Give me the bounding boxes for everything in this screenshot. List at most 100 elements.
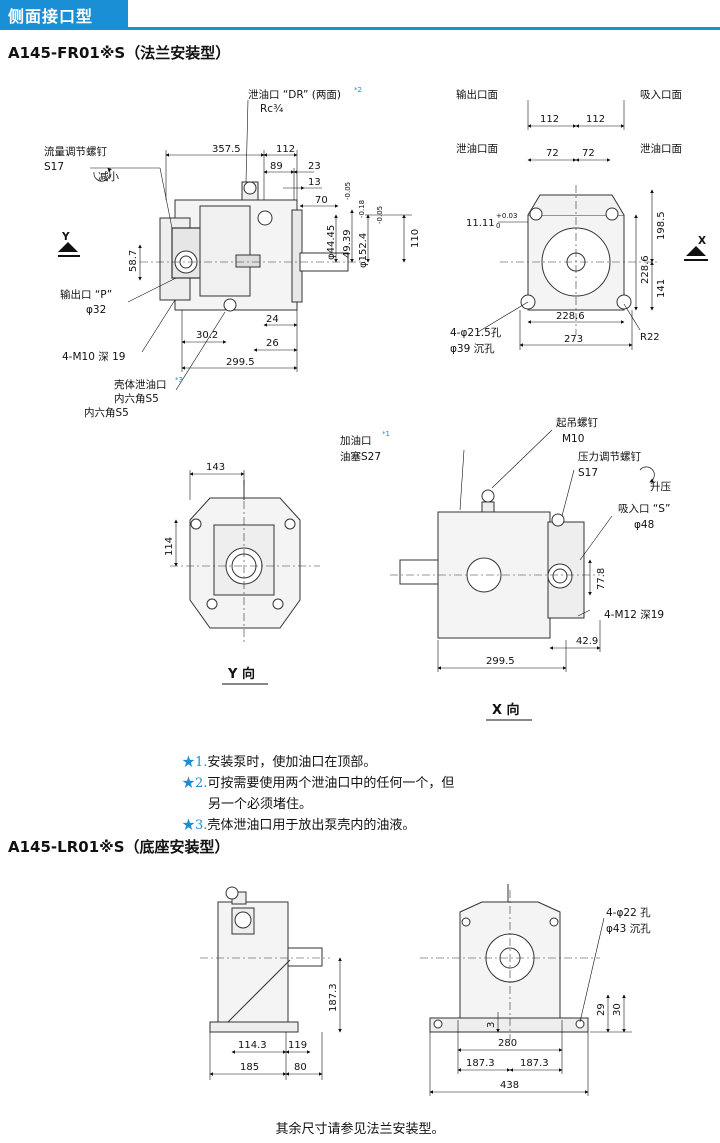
pressure-screw-size: S17: [578, 467, 598, 479]
side-view-dims: [90, 99, 412, 391]
dim-11-tol-top: +0.03: [496, 212, 517, 220]
dim-187-3-a: 187.3: [328, 983, 339, 1012]
foot-side-dims: [209, 957, 342, 1080]
dim-r22: R22: [640, 332, 660, 343]
dim-299-5-b: 299.5: [486, 656, 515, 667]
note-mark: ★3.: [182, 818, 208, 833]
dim-44-45: φ44.45: [326, 225, 337, 260]
drain-port-spec: Rc¾: [260, 103, 283, 115]
dim-44-tol: -0.05: [344, 182, 352, 200]
note-item: 另一个必须堵住。: [182, 794, 454, 815]
m12-depth-label: 4-M12 深19: [604, 609, 664, 621]
note-mark: ★2.: [182, 776, 208, 791]
fill-port-mark: *1: [382, 430, 390, 438]
side-view-labels: 泄油口 “DR” (两面) *2 Rc¾ 流量调节螺钉 S17 减小 输出口 “…: [44, 86, 362, 419]
dim-198-5: 198.5: [656, 211, 667, 240]
dim-112-c: 112: [586, 114, 605, 125]
foot-front-view: [420, 884, 600, 1040]
front-view-text: 输出口面 吸入口面 泄油口面 泄油口面 112 112 72 72 11.11 …: [450, 88, 708, 355]
section-header: 侧面接口型: [0, 0, 720, 30]
flow-screw-label: 流量调节螺钉: [44, 145, 107, 158]
dim-11-tol-bot: 0: [496, 222, 500, 230]
side-view-dim-text: 357.5 112 89 23 13 70 φ44.45 -0.05 49.39…: [128, 144, 421, 368]
x-arrow-label: X: [698, 235, 706, 247]
outlet-face-label: 输出口面: [456, 88, 498, 101]
dim-30-2: 30.2: [196, 330, 218, 341]
y-arrow-label: Y: [61, 231, 70, 243]
foot-section-title: A145-LR01※S（底座安装型）: [8, 838, 230, 856]
dim-80: 80: [294, 1062, 307, 1073]
increase-arrow-icon: [639, 466, 655, 483]
notes-list: ★1.安装泵时，使加油口在顶部。 ★2.可按需要使用两个泄油口中的任何一个，但 …: [182, 752, 454, 836]
x-view: [390, 489, 600, 639]
dim-187-3-c: 187.3: [520, 1058, 549, 1069]
suction-dia-label: φ48: [634, 519, 654, 531]
m10-depth-label: 4-M10 深 19: [62, 351, 125, 363]
dim-141: 141: [656, 279, 667, 298]
dim-26: 26: [266, 338, 279, 349]
x-view-text: 加油口 *1 油塞S27 起吊螺钉 M10 压力调节螺钉 S17 升压 吸入口 …: [340, 417, 671, 721]
dim-438: 438: [500, 1080, 519, 1091]
outlet-port-label: 输出口 “P”: [60, 288, 112, 301]
dim-187-3-b: 187.3: [466, 1058, 495, 1069]
dim-70: 70: [315, 195, 328, 206]
y-view-title: Y 向: [227, 666, 255, 682]
dim-24: 24: [266, 314, 279, 325]
dim-143: 143: [206, 462, 225, 473]
foot-side-text: 187.3 114.3 119 185 80: [238, 983, 339, 1073]
header-title: 侧面接口型: [8, 7, 94, 26]
drain-port-mark: *2: [354, 86, 362, 94]
hole-label: 4-φ21.5孔: [450, 326, 502, 339]
note-item: ★2.可按需要使用两个泄油口中的任何一个，但: [182, 773, 454, 794]
flange-section-title: A145-FR01※S（法兰安装型）: [8, 44, 231, 62]
hex-s5-label-1: 内六角S5: [114, 392, 159, 405]
dim-185: 185: [240, 1062, 259, 1073]
dim-119: 119: [288, 1040, 307, 1051]
side-view: [140, 181, 365, 312]
front-view-dims: [477, 100, 654, 350]
dim-228-6-b: 228.6: [556, 311, 585, 322]
x-arrow-icon: [686, 246, 706, 256]
dim-42-9: 42.9: [576, 636, 598, 647]
fill-port-label: 加油口: [340, 434, 372, 447]
note-mark: ★1.: [182, 755, 208, 770]
note-text: 壳体泄油口用于放出泵壳内的油液。: [207, 818, 416, 833]
dim-72-b: 72: [582, 148, 595, 159]
dim-228-6-a: 228.6: [640, 255, 651, 284]
drain-port-label: 泄油口 “DR” (两面): [248, 88, 341, 101]
dim-11-11: 11.11: [466, 218, 495, 229]
drain-face-right-label: 泄油口面: [640, 142, 682, 155]
dim-112-b: 112: [540, 114, 559, 125]
dim-357-5: 357.5: [212, 144, 241, 155]
dim-110: 110: [410, 229, 421, 248]
foot-front-dims: [429, 917, 632, 1096]
dim-273: 273: [564, 334, 583, 345]
dim-23: 23: [308, 161, 321, 172]
y-view: [170, 480, 320, 645]
header-rule: [128, 27, 720, 30]
dim-49-tol: -0.18: [358, 200, 366, 218]
case-drain-label: 壳体泄油口: [114, 378, 167, 391]
dim-3: 3: [486, 1022, 497, 1028]
dim-299-5: 299.5: [226, 357, 255, 368]
y-view-dims: [174, 470, 245, 567]
y-view-text: 143 114 Y 向: [164, 462, 268, 685]
dim-114: 114: [164, 537, 175, 556]
dim-280: 280: [498, 1038, 517, 1049]
increase-label: 升压: [650, 481, 671, 493]
inlet-face-label: 吸入口面: [640, 89, 682, 101]
dim-112: 112: [276, 144, 295, 155]
y-arrow-icon: [58, 242, 78, 252]
note-text: 另一个必须堵住。: [208, 797, 313, 812]
dim-30: 30: [612, 1003, 623, 1016]
plug-label: 油塞S27: [340, 450, 381, 463]
note-item: ★3.壳体泄油口用于放出泵壳内的油液。: [182, 815, 454, 836]
case-drain-mark: *3: [175, 376, 183, 384]
dim-77-8: 77.8: [596, 568, 607, 590]
hex-s5-label-2: 内六角S5: [84, 406, 129, 419]
x-view-title: X 向: [492, 702, 520, 718]
dim-58-7: 58.7: [128, 250, 139, 272]
foot-counterbore-label: φ43 沉孔: [606, 922, 651, 935]
suction-port-label: 吸入口 “S”: [618, 503, 670, 515]
drain-face-left-label: 泄油口面: [456, 142, 498, 155]
